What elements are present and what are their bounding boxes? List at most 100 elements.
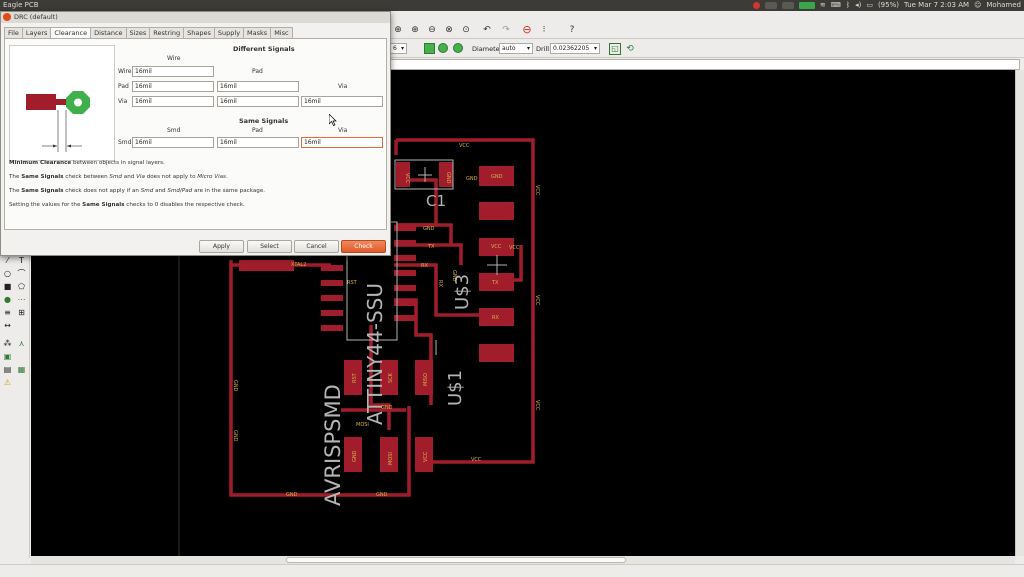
label-u3: U$3 <box>452 274 473 310</box>
label-u1: U$1 <box>445 370 466 406</box>
drill-combo[interactable]: 0.02362205 <box>550 43 600 54</box>
pad-miso <box>415 360 433 395</box>
pad-label-vcc-b: VCC <box>423 451 429 462</box>
zoom-fit-icon[interactable]: ⊕ <box>394 25 402 35</box>
cancel-button[interactable]: Cancel <box>294 240 339 253</box>
text-tool-icon[interactable]: T <box>19 256 24 265</box>
wire-wire-clearance-field[interactable]: 16mil <box>132 66 214 77</box>
via-octagon-icon[interactable] <box>453 43 463 53</box>
dialog-title: DRC (default) <box>14 13 58 21</box>
stop-icon[interactable]: ⊖ <box>522 23 532 36</box>
autorouter-tool-icon[interactable]: ⋏ <box>18 339 25 348</box>
select-button[interactable]: Select <box>247 240 292 253</box>
user-icon[interactable]: ☺ <box>974 1 982 9</box>
pad-label-sck: SCK <box>388 372 394 383</box>
net-label-gnd-vert: GND <box>451 270 457 282</box>
go-icon[interactable]: ⁝ <box>542 25 546 35</box>
attribute-tool-icon[interactable]: ⊞ <box>18 308 25 317</box>
help-line-3: The Same Signals check does not apply if… <box>9 188 266 194</box>
battery-meter-icon[interactable] <box>798 1 815 9</box>
ratsnest-tool-icon[interactable]: ⁂ <box>3 339 12 348</box>
horizontal-scrollbar[interactable] <box>31 556 1015 564</box>
vertical-scrollbar[interactable] <box>1015 70 1024 556</box>
pad-label-vcc: VCC <box>491 244 502 250</box>
volume-icon[interactable]: ◂) <box>855 1 862 9</box>
micro-via-icon[interactable]: ◱ <box>609 43 621 55</box>
smd-via-clearance-field[interactable]: 16mil <box>301 137 383 148</box>
blind-via-icon[interactable]: ⟲ <box>626 44 634 54</box>
circle-tool-icon[interactable]: ○ <box>4 269 11 278</box>
erc-tool-icon[interactable]: ▤ <box>3 365 12 374</box>
record-icon[interactable] <box>752 1 760 9</box>
user-name[interactable]: Mohamed <box>986 1 1021 9</box>
net-label-rx: RX <box>421 263 428 269</box>
pcb-board-drawing[interactable]: C1 U$3 U$1 ATTINY44-SSU AVRISPSMD VCC GN… <box>31 70 1015 556</box>
diameter-label: Diameter: <box>472 45 505 53</box>
zoom-out-icon[interactable]: ⊖ <box>428 25 436 35</box>
label-c1: C1 <box>426 192 446 210</box>
pad-vcc-u3 <box>479 238 514 256</box>
rect-tool-icon[interactable]: ■ <box>3 282 12 291</box>
polygon-tool-icon[interactable]: ⬠ <box>18 282 25 291</box>
via-via-clearance-field[interactable]: 16mil <box>301 96 383 107</box>
zoom-in-icon[interactable]: ⊕ <box>411 25 419 35</box>
net-label-rx-vert: RX <box>437 280 443 287</box>
apply-button[interactable]: Apply <box>199 240 244 253</box>
smd-smd-clearance-field[interactable]: 16mil <box>132 137 214 148</box>
zoom-redraw-icon[interactable]: ⊗ <box>445 25 453 35</box>
col-header-smd: Smd <box>167 127 181 134</box>
pad-wire-clearance-field[interactable]: 16mil <box>132 81 214 92</box>
clock[interactable]: Tue Mar 7 2:03 AM <box>903 1 970 9</box>
via-pad-clearance-field[interactable]: 16mil <box>217 96 299 107</box>
status-bar <box>0 564 1024 577</box>
zoom-select-icon[interactable]: ⊙ <box>462 25 470 35</box>
via-tool-icon[interactable]: ● <box>4 295 11 304</box>
undo-icon[interactable]: ↶ <box>483 25 491 35</box>
system-tray: ≋ ⌨ ᛒ ◂) ▭ (95%) Tue Mar 7 2:03 AM ☺ Moh… <box>752 1 1021 9</box>
drill-label: Drill: <box>536 45 552 53</box>
attiny-right-pins <box>394 225 416 321</box>
net-label-gnd-bottom-2: GND <box>376 492 388 498</box>
pad-label-mosi: MOSI <box>388 452 394 465</box>
keyboard-icon[interactable]: ⌨ <box>830 1 841 9</box>
check-button[interactable]: Check <box>341 240 386 253</box>
net-label-rst: RST <box>347 280 358 286</box>
smd-pad-clearance-field[interactable]: 16mil <box>217 137 299 148</box>
scrollbar-thumb[interactable] <box>286 557 626 563</box>
hole-tool-icon[interactable]: ≡ <box>4 308 11 317</box>
indicator-icon[interactable] <box>781 1 794 9</box>
pad-xtal2 <box>239 260 294 271</box>
net-label-gnd-bottom: GND <box>286 492 298 498</box>
help-icon[interactable]: ? <box>569 25 575 35</box>
app-name: Eagle PCB <box>3 1 39 9</box>
layer-combo[interactable]: 6 <box>390 43 407 54</box>
indicator-icon[interactable] <box>764 1 777 9</box>
ripup-tool-icon[interactable]: ▣ <box>3 352 12 361</box>
errors-tool-icon[interactable]: ⚠ <box>3 378 12 387</box>
wifi-icon[interactable]: ≋ <box>819 1 826 9</box>
line-tool-icon[interactable]: ⁄ <box>6 256 9 265</box>
redo-icon[interactable]: ↷ <box>502 25 510 35</box>
row-label-smd: Smd <box>118 139 132 146</box>
arc-tool-icon[interactable]: ⌒ <box>17 269 26 278</box>
bluetooth-icon[interactable]: ᛒ <box>845 1 851 9</box>
via-square-icon[interactable] <box>424 43 435 54</box>
pad-pad-clearance-field[interactable]: 16mil <box>217 81 299 92</box>
via-round-icon[interactable] <box>438 43 448 53</box>
net-label-vcc-top: VCC <box>459 143 470 149</box>
diameter-combo[interactable]: auto <box>499 43 533 54</box>
battery-icon[interactable]: ▭ <box>866 1 873 9</box>
trace-gnd-outer <box>229 260 411 497</box>
command-line-input[interactable] <box>390 59 1020 70</box>
drc-tool-icon[interactable]: ▦ <box>17 365 26 374</box>
net-label-gnd-left-2: GND <box>232 430 238 442</box>
signal-tool-icon[interactable]: ⋯ <box>17 295 26 304</box>
dimension-tool-icon[interactable]: ↔ <box>4 321 11 330</box>
col-header-via-same: Via <box>338 127 348 134</box>
col-header-pad-same: Pad <box>252 127 263 134</box>
col-header-pad: Pad <box>252 68 263 75</box>
c1-outline <box>394 159 454 190</box>
via-wire-clearance-field[interactable]: 16mil <box>132 96 214 107</box>
net-label-gnd-mid: GND <box>381 405 393 411</box>
close-icon[interactable] <box>3 13 11 21</box>
